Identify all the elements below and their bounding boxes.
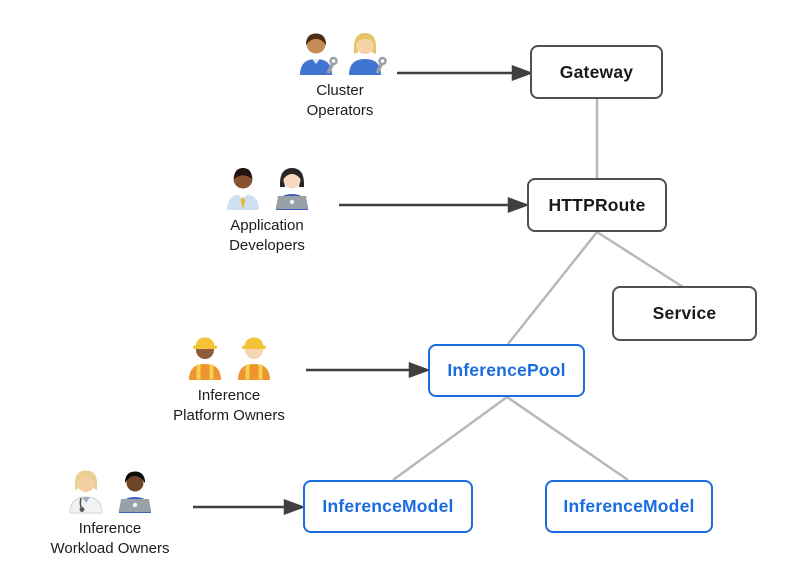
persona-inference-platform-owners: Inference Platform Owners	[144, 333, 314, 426]
node-inferencemodel-left: InferenceModel	[303, 480, 473, 533]
woman-mechanic-icon	[348, 33, 387, 75]
node-service-label: Service	[652, 303, 717, 323]
man-construction-worker-icon	[237, 337, 270, 380]
persona-label-cluster-operators: Cluster Operators	[307, 81, 374, 121]
health-worker-icon	[68, 470, 103, 514]
node-inferencepool: InferencePool	[428, 344, 585, 397]
persona-inference-workload-owners: Inference Workload Owners	[20, 466, 200, 559]
node-inferencemodel-right: InferenceModel	[545, 480, 713, 533]
workload-owners-icons	[64, 466, 157, 514]
persona-label-line1: Cluster	[316, 82, 364, 99]
edge-httproute-inferencepool	[507, 231, 598, 345]
node-httproute: HTTPRoute	[527, 178, 667, 232]
arrowhead-httproute	[507, 197, 530, 213]
persona-label-line1: Application	[230, 217, 304, 234]
persona-label-line2: Platform Owners	[173, 407, 285, 424]
edge-inferencepool-model-right	[506, 395, 629, 482]
woman-technologist-icon	[275, 168, 308, 210]
persona-label-line2: Workload Owners	[50, 540, 170, 557]
edge-inferencepool-model-left	[392, 395, 508, 482]
cluster-operators-icons	[294, 28, 387, 76]
persona-label-inference-workload-owners: Inference Workload Owners	[51, 519, 170, 559]
edge-httproute-service	[596, 230, 684, 289]
persona-label-application-developers: Application Developers	[229, 216, 305, 256]
arrowhead-inferencemodel	[283, 499, 306, 515]
platform-owners-icons	[183, 333, 276, 381]
arrowhead-inferencepool	[408, 362, 431, 378]
persona-cluster-operators: Cluster Operators	[265, 28, 415, 121]
node-gateway-label: Gateway	[559, 61, 634, 82]
persona-label-line1: Inference	[197, 387, 261, 404]
persona-label-inference-platform-owners: Inference Platform Owners	[173, 386, 285, 426]
man-mechanic-icon	[299, 33, 338, 75]
woman-construction-worker-icon	[188, 337, 221, 380]
persona-application-developers: Application Developers	[192, 163, 342, 256]
application-developers-icons	[221, 163, 314, 211]
node-service: Service	[612, 286, 757, 341]
node-httproute-label: HTTPRoute	[548, 194, 646, 215]
node-inferencemodel-left-label: InferenceModel	[322, 496, 454, 516]
persona-label-line1: Inference	[78, 520, 142, 537]
persona-label-line2: Developers	[229, 237, 305, 254]
node-inferencemodel-right-label: InferenceModel	[563, 496, 695, 516]
node-inferencepool-label: InferencePool	[447, 360, 566, 380]
man-office-worker-icon	[226, 168, 259, 210]
node-gateway: Gateway	[530, 45, 663, 99]
edge-lines	[392, 99, 684, 482]
arrowhead-gateway	[511, 65, 534, 81]
actor-arrows	[193, 65, 534, 515]
persona-label-line2: Operators	[306, 102, 374, 119]
man-technologist-icon	[118, 471, 151, 513]
